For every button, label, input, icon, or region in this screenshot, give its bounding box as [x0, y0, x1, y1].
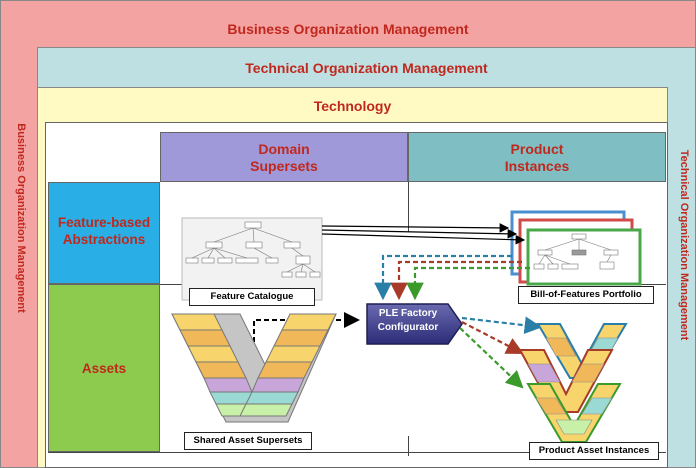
portfolio-to-configurator-arrows — [374, 254, 530, 301]
shared-asset-superset-graphic — [171, 313, 337, 423]
product-header-line1: Product — [510, 141, 564, 157]
grid-divider-vertical — [408, 182, 409, 232]
configurator-line2: Configurator — [377, 322, 439, 333]
product-asset-instance-green — [526, 383, 622, 443]
features-row-line2: Abstractions — [62, 232, 146, 247]
business-title: Business Organization Management — [227, 21, 469, 37]
product-instances-header: Product Instances — [408, 132, 666, 182]
bill-of-features-caption: Bill-of-Features Portfolio — [518, 286, 654, 304]
ple-configurator[interactable]: PLE Factory Configurator — [367, 306, 449, 342]
technical-title: Technical Organization Management — [245, 60, 488, 76]
configurator-line1: PLE Factory — [378, 308, 438, 319]
assets-row-label: Assets — [81, 361, 127, 376]
grid-divider-horizontal — [160, 284, 196, 285]
domain-supersets-header: Domain Supersets — [160, 132, 408, 182]
technology-title: Technology — [313, 98, 392, 114]
feature-abstractions-row-header: Feature-based Abstractions — [48, 182, 160, 284]
shared-asset-supersets-caption: Shared Asset Supersets — [184, 432, 312, 450]
grid-divider-horizontal-right — [640, 284, 666, 285]
domain-header-line2: Supersets — [250, 158, 318, 174]
product-asset-instance-red — [518, 349, 614, 413]
grid-divider-vertical-lower — [408, 436, 409, 456]
catalogue-to-portfolio-arrows — [321, 223, 526, 245]
assets-row-header: Assets — [48, 284, 160, 452]
configurator-to-products-arrows — [459, 316, 543, 389]
grid-bottom-line — [48, 452, 666, 453]
product-header-line2: Instances — [504, 158, 570, 174]
features-row-line1: Feature-based — [57, 215, 151, 230]
domain-header-line1: Domain — [258, 141, 310, 157]
product-asset-instances-caption: Product Asset Instances — [529, 442, 659, 460]
ple-configurator-shape — [366, 303, 463, 345]
bill-of-features-pages — [510, 210, 642, 286]
feature-catalogue-tree — [181, 217, 323, 301]
feature-catalogue-caption: Feature Catalogue — [189, 288, 315, 306]
